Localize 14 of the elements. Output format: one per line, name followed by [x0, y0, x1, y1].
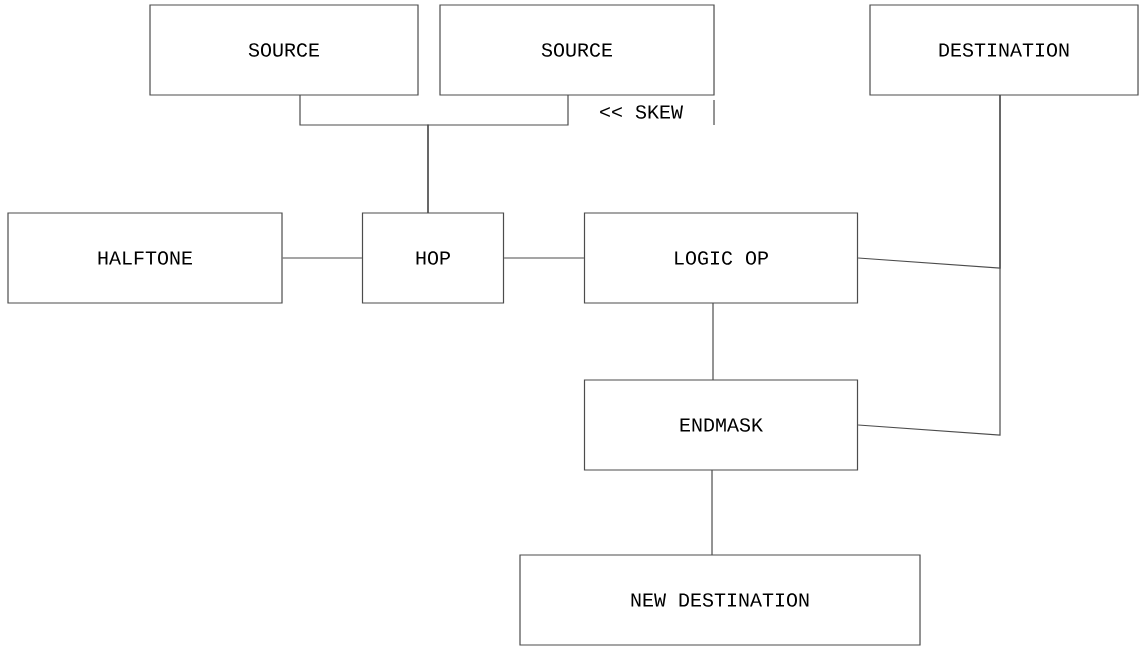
connector-line — [282, 257, 363, 259]
process-box: SOURCE — [149, 4, 419, 96]
process-box: DESTINATION — [869, 4, 1139, 96]
connector-line — [503, 257, 585, 259]
process-box: SOURCE — [439, 4, 715, 96]
process-box: LOGIC OP — [583, 212, 859, 304]
process-box: ENDMASK — [583, 379, 859, 471]
process-box: NEW DESTINATION — [519, 554, 921, 646]
process-box: HALFTONE — [7, 212, 283, 304]
connector-line — [711, 469, 713, 556]
process-box: HOP — [361, 212, 505, 304]
connector-line — [712, 302, 714, 381]
connector-line — [427, 94, 569, 214]
connector-line — [857, 94, 1001, 436]
